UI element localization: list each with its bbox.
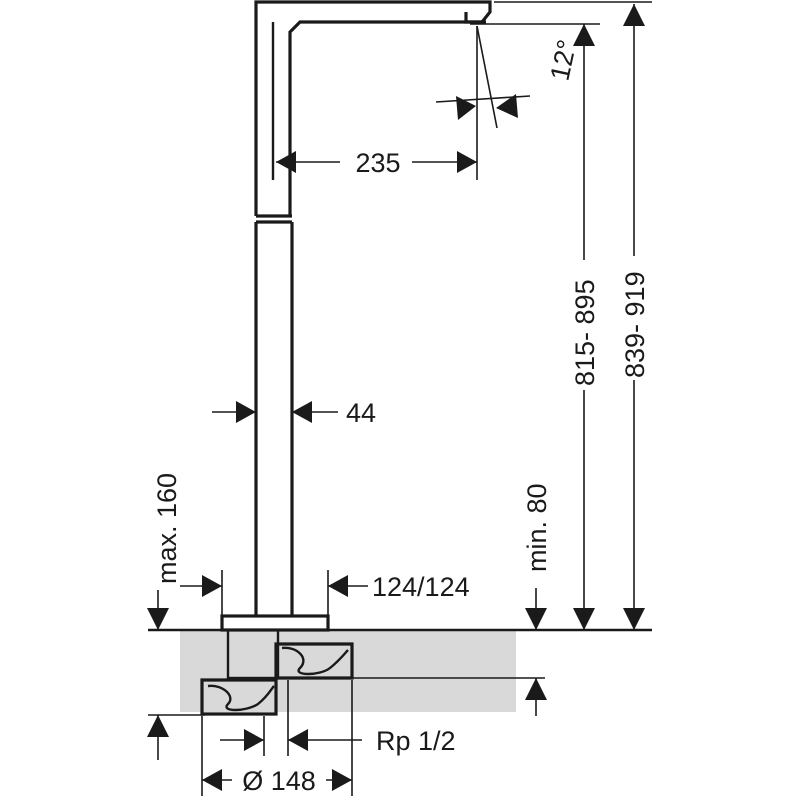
max-arrow-bottom [147,715,169,737]
angle-dimension: 12° [435,25,582,129]
height-dimension-a: 815- 895 [470,23,600,630]
aerator [464,12,486,24]
upper-fitting [274,642,354,680]
column-dimension: 44 [212,398,376,428]
reach-label: 235 [355,148,400,178]
height-b-arrow-top [623,4,645,26]
reach-dimension: 235 [276,26,478,180]
height-b-label: 839- 919 [620,271,650,378]
min-label: min. 80 [522,483,552,572]
connection-dimension: Rp 1/2 [220,680,456,756]
base-label: Ø 148 [242,766,316,796]
angle-arrow-left [456,96,476,120]
faucet-body [200,0,492,716]
concealed-body [226,628,280,680]
max-label: max. 160 [152,473,182,584]
floor-section [148,628,652,716]
tile-dimension: 124/124 [180,570,470,616]
base-plate [220,614,330,632]
tile-arrow-left [202,575,222,597]
min-arrow-bottom [525,678,547,700]
tile-label: 124/124 [372,572,470,602]
angle-arrow-right [496,94,518,118]
lower-fitting-detail [207,684,275,712]
col-arrow-right [292,401,312,423]
base-arrow-right [332,769,352,791]
height-a-label: 815- 895 [570,279,600,386]
lower-fitting [200,678,278,716]
rp-arrow-left [244,729,264,751]
base-arrow-left [202,769,222,791]
reach-arrow-right [457,151,477,173]
height-a-arrow-top [573,24,595,46]
height-dimension-b: 839- 919 [494,1,652,630]
height-b-arrow-bottom [623,608,645,630]
col-arrow-left [236,401,256,423]
tile-arrow-right [328,575,348,597]
max-arrow-top [147,608,169,630]
upper-fitting-detail [281,646,349,676]
reach-arrow-left [276,151,296,173]
angle-ray [476,25,498,129]
min-depth-dimension: min. 80 [522,483,552,716]
spout-arm [254,0,492,216]
col-label: 44 [346,398,376,428]
rp-label: Rp 1/2 [376,726,456,756]
height-a-arrow-bottom [573,608,595,630]
max-recess-dimension: max. 160 [147,473,182,760]
base-diameter-dimension: Ø 148 [201,680,353,796]
rp-arrow-right [288,729,308,751]
min-arrow-top [525,608,547,630]
